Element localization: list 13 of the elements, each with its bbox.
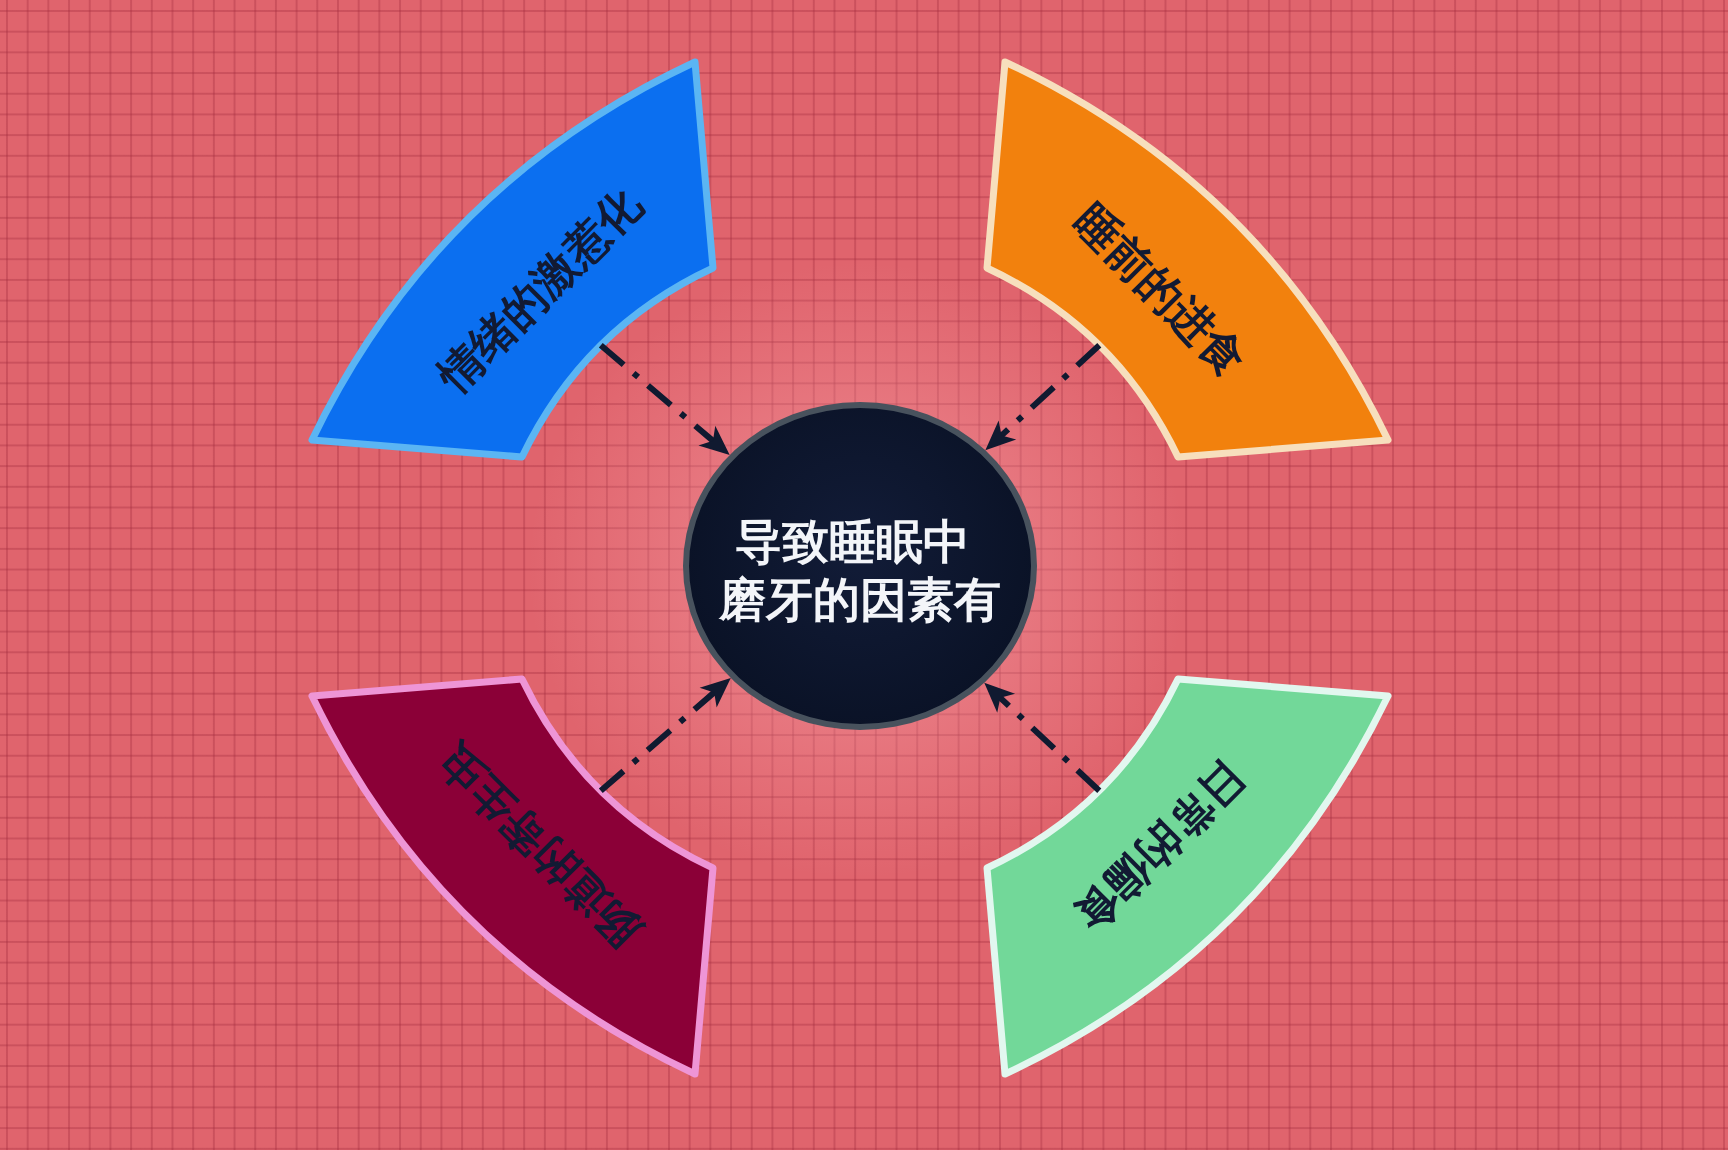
curved-band (308, 58, 717, 461)
arrow (598, 343, 730, 456)
rotated-label: 睡前的进食 (1064, 194, 1256, 386)
rotated-label: 肠道的寄生虫 (428, 734, 652, 958)
arrow (984, 682, 1102, 793)
curved-band (983, 58, 1392, 461)
arrow (598, 678, 731, 794)
center-label: 导致睡眠中磨牙的因素有 (718, 513, 1002, 629)
arrow (985, 343, 1102, 451)
rotated-label: 情绪的激惹化 (428, 178, 652, 402)
curved-band (983, 675, 1392, 1078)
rotated-label: 日常的偏食 (1064, 750, 1256, 942)
curved-band (308, 675, 717, 1078)
